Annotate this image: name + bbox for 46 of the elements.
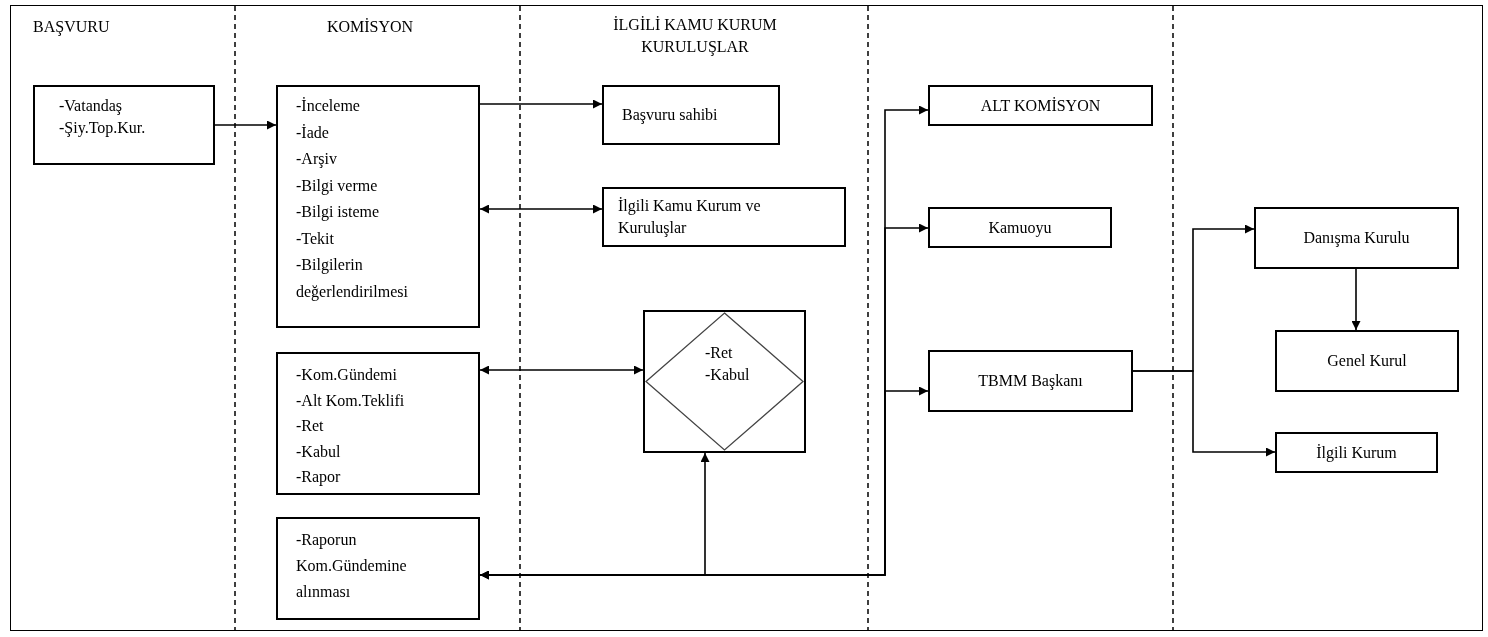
process-box (928, 207, 1112, 248)
process-box (928, 85, 1153, 126)
box-text: -Bilgi verme (296, 175, 378, 197)
box-text: -Ret (705, 343, 733, 363)
box-text: ALT KOMİSYON (980, 95, 1101, 116)
process-box (1254, 207, 1459, 269)
process-box (602, 187, 846, 247)
process-box (276, 517, 480, 620)
column-heading: İLGİLİ KAMU KURUM KURULUŞLAR (612, 15, 778, 58)
arrow (479, 204, 603, 214)
box-text: İlgili Kurum (1316, 442, 1397, 464)
box-text: -Raporun Kom.Gündemine alınması (296, 530, 408, 602)
box-text: -Rapor (296, 467, 341, 488)
box-text: Genel Kurul (1327, 351, 1407, 371)
box-text: -Kabul (296, 441, 341, 462)
box-text: -Alt Kom.Teklifi (296, 390, 405, 411)
column-heading: BAŞVURU (33, 17, 111, 38)
box-text: -Bilgi isteme (296, 202, 380, 223)
process-box (276, 85, 480, 328)
box-text: Başvuru sahibi (622, 105, 718, 126)
arrow (479, 99, 603, 109)
arrow (1351, 268, 1361, 331)
arrow (479, 365, 644, 375)
arrow (1132, 370, 1276, 457)
box-text: -Tekit (296, 228, 334, 249)
process-box (1275, 330, 1459, 392)
box-text: -Bilgilerin değerlendirilmesi (296, 255, 409, 303)
box-text: -Arşiv (296, 149, 337, 170)
box-text: -Şiy.Top.Kur. (59, 118, 146, 139)
box-text: -Vatandaş (59, 96, 123, 117)
process-box (33, 85, 215, 165)
box-text: Danışma Kurulu (1303, 228, 1410, 249)
column-heading: KOMİSYON (325, 17, 415, 37)
process-box (602, 85, 780, 145)
box-text: İlgili Kamu Kurum ve Kuruluşlar (618, 196, 762, 239)
box-text: -Kabul (705, 365, 750, 385)
box-text: -Ret (296, 416, 324, 436)
process-box (928, 350, 1133, 412)
process-box (276, 352, 480, 495)
process-box (1275, 432, 1438, 473)
box-text: TBMM Başkanı (978, 371, 1083, 392)
box-text: -Kom.Gündemi (296, 365, 397, 385)
arrow (214, 120, 277, 130)
box-text: -İnceleme (296, 96, 360, 116)
box-text: -İade (296, 122, 329, 143)
box-text: Kamuoyu (988, 217, 1052, 239)
